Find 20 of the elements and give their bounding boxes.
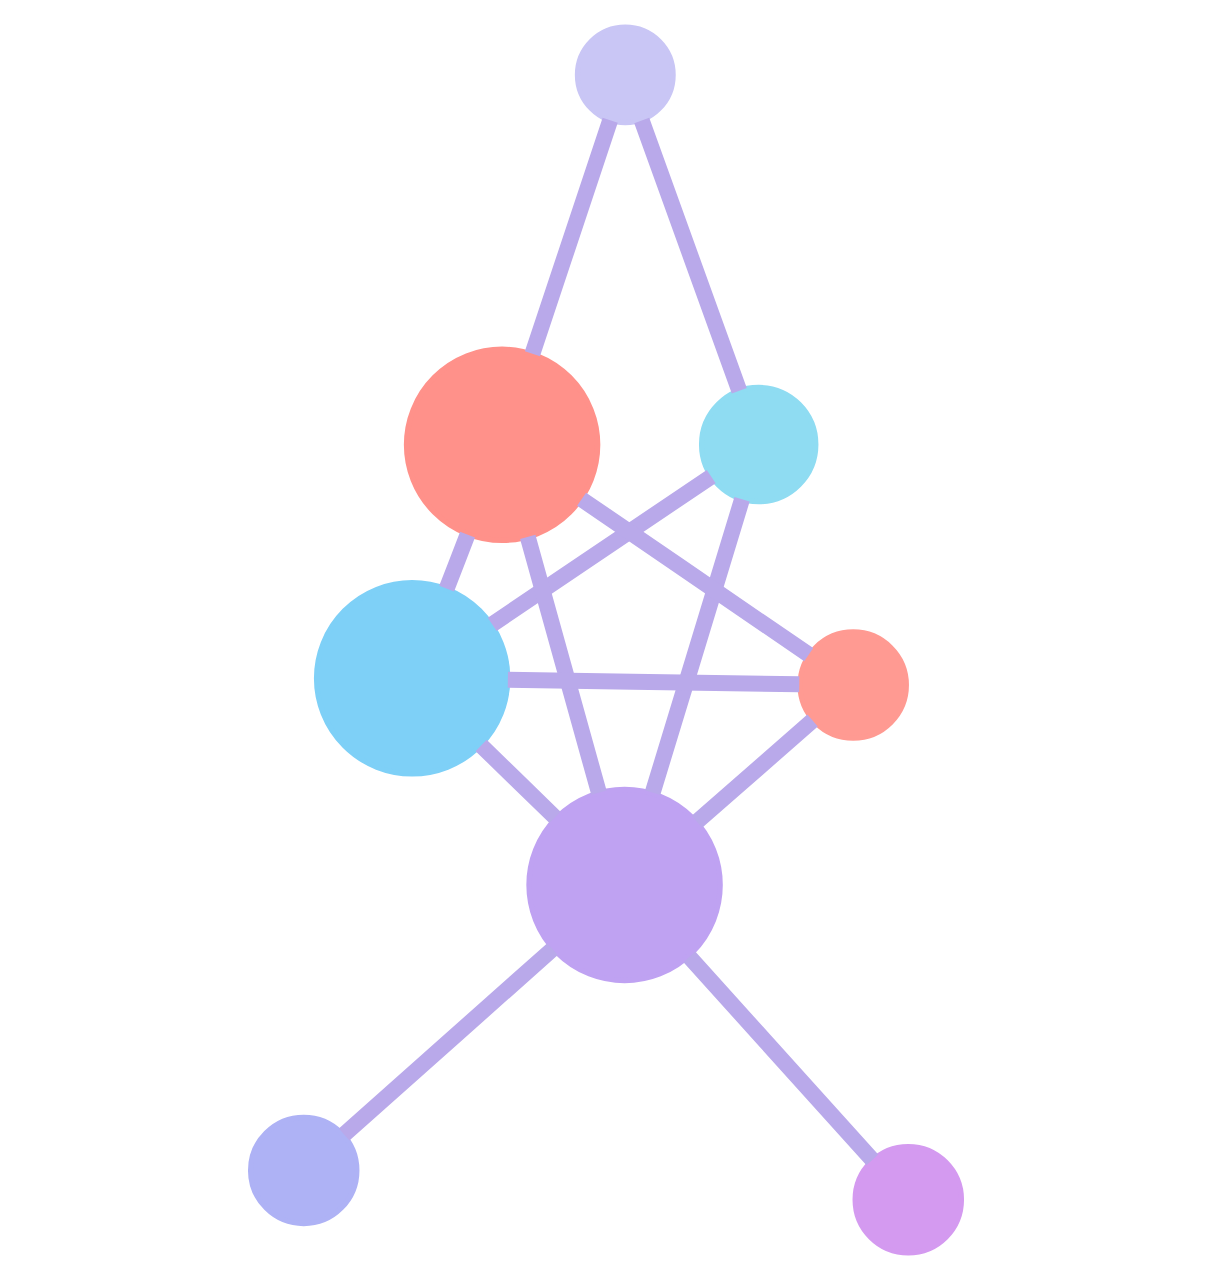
connector bbox=[523, 117, 617, 357]
node-circle bbox=[402, 346, 600, 544]
node-circle bbox=[697, 384, 818, 505]
node-circle bbox=[573, 24, 675, 126]
node-circle bbox=[312, 580, 510, 777]
connector bbox=[576, 492, 813, 662]
node-circle bbox=[525, 786, 722, 984]
connector bbox=[337, 943, 557, 1141]
connector bbox=[438, 531, 474, 592]
node-circle bbox=[851, 1144, 964, 1256]
connector bbox=[633, 117, 746, 394]
connector bbox=[486, 469, 715, 631]
connector bbox=[506, 671, 799, 693]
connector bbox=[519, 534, 606, 795]
node-circle bbox=[796, 629, 908, 741]
connector bbox=[644, 496, 749, 795]
connector bbox=[690, 714, 817, 828]
connector bbox=[474, 739, 560, 824]
node-circle bbox=[246, 1114, 359, 1227]
connector bbox=[682, 951, 878, 1166]
